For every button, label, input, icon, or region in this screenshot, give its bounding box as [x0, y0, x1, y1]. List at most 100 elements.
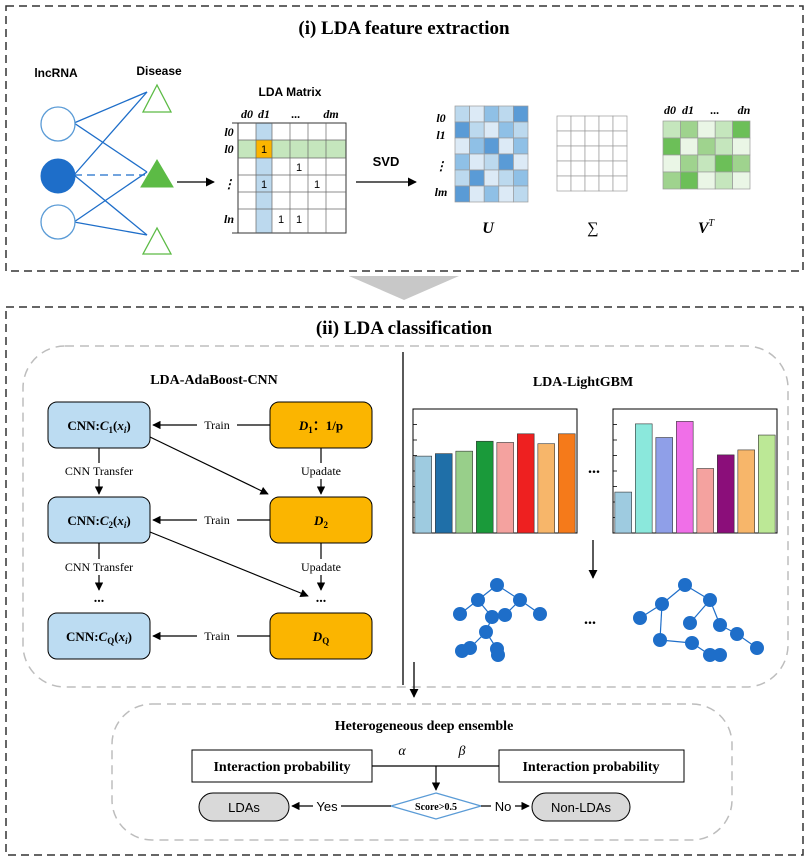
matrix-cell: [598, 130, 614, 147]
sigma-label: ∑: [587, 220, 598, 237]
svg-text:l0: l0: [224, 125, 233, 139]
tree-node: [513, 593, 527, 607]
svg-text:1: 1: [296, 214, 302, 226]
train-label-1: Train: [204, 418, 230, 432]
lda-matrix: 1 1 1 1 1 1: [232, 122, 347, 234]
svg-text:CNN:C1(xi): CNN:C1(xi): [67, 418, 130, 435]
update-label-2: Upadate: [301, 560, 341, 574]
svd-label: SVD: [373, 154, 400, 169]
lncrna-node-1: [40, 106, 76, 142]
svg-text:⋮: ⋮: [223, 177, 235, 191]
interaction-box-right: [498, 749, 685, 783]
interaction-left-text: Interaction probability: [213, 760, 350, 775]
matrix-cell: [697, 171, 716, 190]
matrix-cell: [584, 160, 600, 177]
matrix-cell: [732, 120, 751, 139]
matrix-cell: [469, 153, 485, 171]
matrix-cell: [570, 115, 586, 132]
matrix-cell: [483, 105, 500, 123]
matrix-cell: [662, 154, 681, 173]
matrix-cell: [570, 145, 586, 162]
chart-bar: [737, 449, 755, 534]
bar-chart-1: [412, 408, 578, 534]
matrix-cell: [680, 120, 699, 139]
tree-node: [685, 636, 699, 650]
tree-node: [683, 616, 697, 630]
matrix-cell: [556, 130, 572, 147]
matrix-cell: [662, 171, 681, 190]
bar-chart-2: [612, 408, 778, 534]
chart-bar: [635, 423, 653, 534]
disease-node-1: [141, 83, 173, 113]
matrix-cell: [483, 153, 500, 171]
chart-bar: [517, 433, 535, 534]
matrix-title: LDA Matrix: [259, 85, 322, 99]
tree-node: [655, 597, 669, 611]
matrix-cell: [697, 120, 716, 139]
train-label-2: Train: [204, 513, 230, 527]
svg-text:l0: l0: [436, 111, 445, 125]
vt-label: VT: [698, 218, 716, 237]
tree-node: [453, 607, 467, 621]
svg-text:d0: d0: [664, 103, 676, 117]
matrix-cell: [556, 175, 572, 192]
tree-node: [750, 641, 764, 655]
matrix-cell: [556, 160, 572, 177]
yes-label: Yes: [316, 799, 338, 814]
svg-text:ln: ln: [224, 212, 234, 226]
weight-ellipsis: ...: [316, 591, 327, 606]
u-row-labels: l0 l1 ⋮ lm: [435, 111, 448, 199]
matrix-cell: [498, 105, 514, 123]
matrix-row-labels: l0 l0 ⋮ ln: [223, 125, 235, 226]
gbm-title: LDA-LightGBM: [533, 375, 633, 390]
matrix-cell: [498, 153, 514, 171]
alpha-label: α: [398, 744, 406, 759]
matrix-cell: [570, 160, 586, 177]
chart-bar: [537, 443, 555, 534]
tree-node: [498, 608, 512, 622]
matrix-cell: [612, 115, 628, 132]
chart-bar: [614, 491, 632, 534]
tree-node: [633, 611, 647, 625]
vt-matrix: [662, 120, 751, 190]
panel-transition-arrow: [349, 276, 459, 300]
tree-node: [713, 648, 727, 662]
cnn-title: LDA-AdaBoost-CNN: [150, 373, 278, 388]
panel-classification: [5, 306, 804, 856]
matrix-cell: [513, 153, 529, 171]
svg-text:...: ...: [711, 103, 720, 117]
matrix-cell: [598, 115, 614, 132]
chart-bar: [435, 453, 453, 534]
matrix-cell: [612, 175, 628, 192]
matrix-cell: [680, 154, 699, 173]
matrix-cell: [584, 130, 600, 147]
matrix-cell: [469, 169, 485, 187]
matrix-cell: [513, 169, 529, 187]
matrix-cell: [584, 145, 600, 162]
matrix-cell: [714, 154, 733, 173]
matrix-cell: [469, 105, 485, 123]
svg-text:1: 1: [296, 162, 302, 174]
matrix-cell: [598, 160, 614, 177]
lncrna-node-3: [40, 204, 76, 240]
tree-node: [703, 648, 717, 662]
chart-bar: [496, 442, 514, 534]
matrix-cell: [469, 137, 485, 155]
matrix-cell: [483, 137, 500, 155]
matrix-cell: [584, 115, 600, 132]
svg-text:dn: dn: [738, 103, 751, 117]
matrix-cell: [598, 175, 614, 192]
matrix-cell: [498, 121, 514, 139]
ldas-box: [198, 792, 290, 822]
matrix-cell: [513, 137, 529, 155]
tree-node: [471, 593, 485, 607]
cnn-box-q: [47, 612, 151, 660]
matrix-cell: [662, 137, 681, 156]
matrix-cell: [454, 185, 470, 203]
matrix-cell: [483, 121, 500, 139]
cnn-ellipsis: ...: [94, 591, 105, 606]
svg-text:l0: l0: [224, 142, 233, 156]
matrix-cell: [570, 175, 586, 192]
sigma-matrix: [556, 115, 628, 192]
matrix-cell: [697, 154, 716, 173]
